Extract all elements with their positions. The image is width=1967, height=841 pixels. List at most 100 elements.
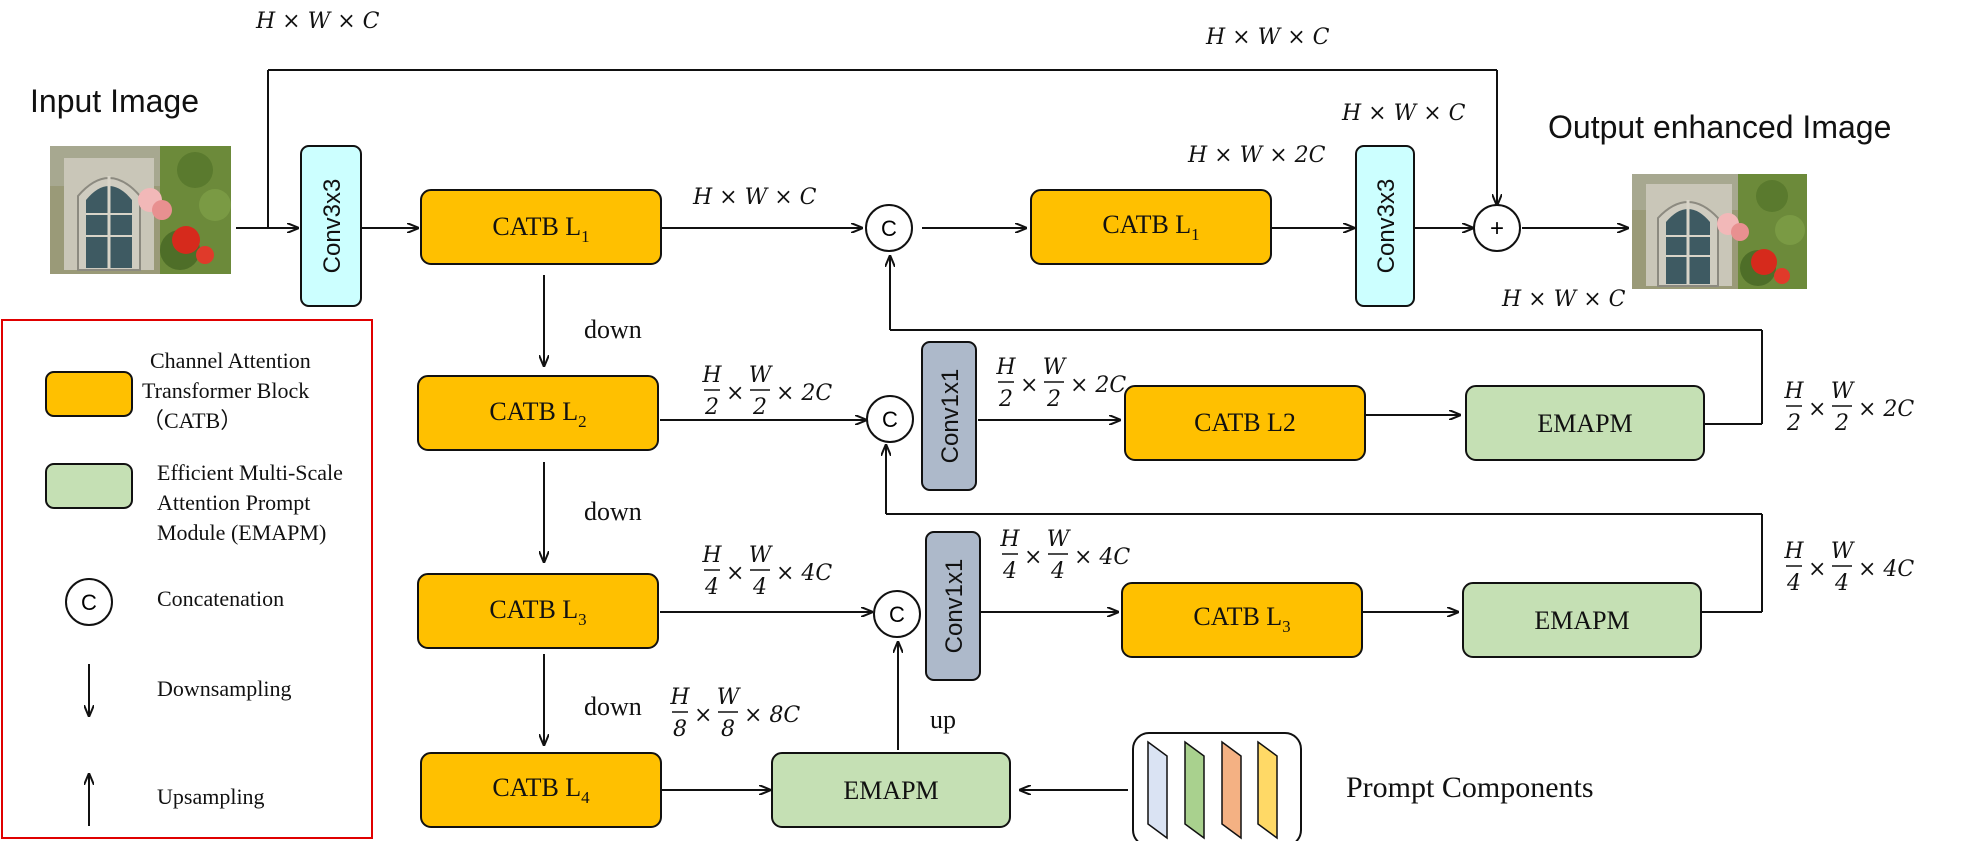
down-label-3: down: [584, 692, 642, 721]
svg-text:2: 2: [704, 395, 719, 420]
legend-catb-swatch: [45, 371, 133, 417]
svg-text:H: H: [701, 363, 722, 388]
svg-text:W: W: [749, 543, 774, 568]
svg-text:×: ×: [1020, 373, 1038, 398]
legend-concat-symbol: [65, 578, 113, 626]
catb-l1-block-decoder: CATB L1: [1030, 189, 1272, 265]
emapm-block-row3: EMAPM: [1462, 582, 1702, 658]
svg-text:×: ×: [726, 381, 744, 406]
dim-half-encoder: H 2 × W 2 × 2C: [701, 363, 832, 420]
svg-text:× 2C: × 2C: [776, 381, 832, 406]
dim-quarter-conv: H 4 × W 4 × 4C: [999, 527, 1130, 584]
svg-text:CATB L2: CATB L2: [489, 397, 586, 431]
svg-text:× 8C: × 8C: [744, 703, 800, 728]
catb-l3-decoder-block: CATB L3: [1121, 582, 1363, 658]
output-image-title: Output enhanced Image: [1548, 109, 1891, 145]
svg-text:× 4C: × 4C: [1074, 545, 1130, 570]
svg-text:W: W: [717, 685, 742, 710]
svg-text:EMAPM: EMAPM: [843, 776, 938, 805]
svg-text:CATB L4: CATB L4: [492, 773, 590, 807]
dim-catb1-out: H × W × C: [692, 185, 817, 210]
svg-text:C: C: [889, 602, 905, 627]
svg-text:W: W: [1047, 527, 1072, 552]
svg-text:C: C: [881, 216, 897, 241]
input-image-title: Input Image: [30, 83, 199, 119]
svg-text:2: 2: [752, 395, 767, 420]
connectors: [236, 69, 1763, 790]
legend-catb-text: Channel Attention Transformer Block （CAT…: [142, 348, 316, 433]
prompt-strip-4: [1257, 740, 1278, 840]
svg-text:×: ×: [694, 703, 712, 728]
dim-quarter-encoder: H 4 × W 4 × 4C: [701, 543, 832, 600]
svg-text:×: ×: [1024, 545, 1042, 570]
svg-text:CATB L3: CATB L3: [489, 595, 586, 629]
svg-text:EMAPM: EMAPM: [1534, 606, 1629, 635]
svg-text:H: H: [669, 685, 690, 710]
conv3x3-label-right: Conv3x3: [1373, 179, 1400, 274]
catb-l4-block: CATB L4: [420, 752, 662, 828]
svg-text:× 4C: × 4C: [776, 561, 832, 586]
svg-text:4: 4: [1786, 571, 1801, 596]
dim-skip: H × W × C: [1205, 25, 1330, 50]
svg-text:W: W: [1831, 539, 1856, 564]
svg-text:W: W: [1831, 379, 1856, 404]
conv1x1-block-row3: Conv1x1: [925, 531, 981, 681]
svg-text:CATB L1: CATB L1: [1102, 210, 1199, 244]
dim-half-conv: H 2 × W 2 × 2C: [995, 355, 1126, 412]
prompt-components-title: Prompt Components: [1346, 771, 1594, 804]
legend-border: [1, 319, 373, 839]
concat-node-row3: C: [873, 590, 921, 638]
svg-text:4: 4: [1834, 571, 1849, 596]
legend-down-text: Downsampling: [157, 676, 291, 701]
svg-text:×: ×: [726, 561, 744, 586]
prompt-strip-3: [1221, 740, 1242, 840]
svg-text:2: 2: [998, 387, 1013, 412]
svg-text:CATB L1: CATB L1: [492, 212, 589, 246]
svg-text:2: 2: [1786, 411, 1801, 436]
conv1x1-label-row2: Conv1x1: [937, 369, 964, 464]
svg-text:C: C: [882, 407, 898, 432]
dim-catb1-decoder: H × W × 2C: [1187, 143, 1326, 168]
down-label-2: down: [584, 497, 642, 526]
output-image: [1632, 174, 1807, 289]
legend-concat-text: Concatenation: [157, 586, 284, 611]
svg-text:2: 2: [1046, 387, 1061, 412]
dim-half-right: H 2 × W 2 × 2C: [1783, 379, 1914, 436]
legend: Channel Attention Transformer Block （CAT…: [1, 319, 373, 839]
catb-l2-block: CATB L2: [417, 375, 659, 451]
svg-text:H: H: [701, 543, 722, 568]
dim-quarter-right: H 4 × W 4 × 4C: [1783, 539, 1914, 596]
svg-text:4: 4: [1050, 559, 1065, 584]
svg-text:C: C: [81, 590, 97, 615]
catb-l1-block: CATB L1: [420, 189, 662, 265]
prompt-strip-1: [1147, 740, 1168, 840]
legend-up-text: Upsampling: [157, 784, 265, 809]
conv1x1-block-row2: Conv1x1: [921, 341, 977, 491]
svg-text:+: +: [1490, 215, 1504, 242]
svg-text:× 2C: × 2C: [1070, 373, 1126, 398]
svg-text:4: 4: [1002, 559, 1017, 584]
svg-text:EMAPM: EMAPM: [1537, 409, 1632, 438]
up-label: up: [930, 705, 956, 734]
svg-text:×: ×: [1808, 557, 1826, 582]
dim-conv-out: H × W × C: [1341, 101, 1466, 126]
svg-text:W: W: [1043, 355, 1068, 380]
down-label-1: down: [584, 315, 642, 344]
svg-text:H: H: [995, 355, 1016, 380]
catb-l2-decoder-block: CATB L2: [1124, 385, 1366, 461]
prompt-strip-2: [1184, 740, 1205, 840]
svg-text:H: H: [1783, 539, 1804, 564]
legend-emapm-text: Efficient Multi-Scale Attention Prompt M…: [157, 460, 348, 545]
svg-text:× 2C: × 2C: [1858, 397, 1914, 422]
concat-node-top: C: [865, 204, 913, 252]
svg-text:W: W: [749, 363, 774, 388]
svg-text:× 4C: × 4C: [1858, 557, 1914, 582]
svg-text:×: ×: [1808, 397, 1826, 422]
prompt-components: [1132, 732, 1302, 841]
catb-l3-block: CATB L3: [417, 573, 659, 649]
svg-text:4: 4: [752, 575, 767, 600]
svg-text:H: H: [1783, 379, 1804, 404]
emapm-block-bottom: EMAPM: [771, 752, 1011, 828]
svg-text:H: H: [999, 527, 1020, 552]
